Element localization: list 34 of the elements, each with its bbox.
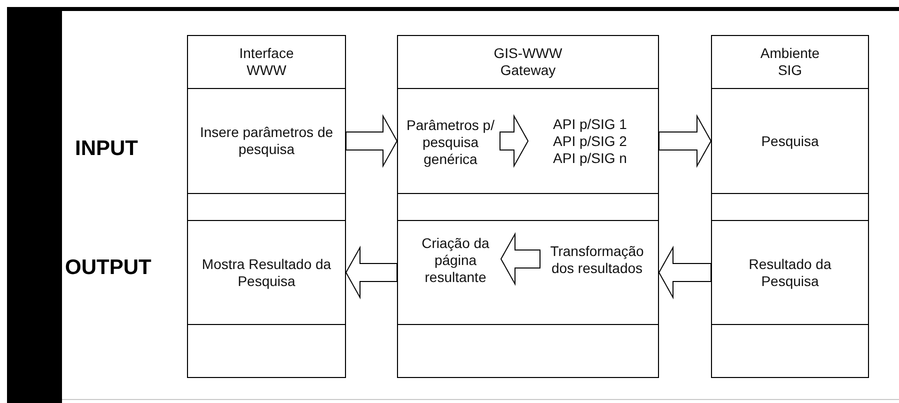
cell-text: Mostra Resultado da Pesquisa xyxy=(202,256,332,290)
empty-row-cell xyxy=(397,193,659,221)
cell-text: Interface WWW xyxy=(238,45,295,79)
cell-text: API p/SIG 1 xyxy=(553,116,627,132)
cell-text: API p/SIG n xyxy=(553,150,627,166)
block-arrow xyxy=(500,114,529,168)
table-cell xyxy=(711,220,869,325)
empty-row-cell xyxy=(187,324,346,378)
table-cell xyxy=(187,88,346,194)
block-arrow xyxy=(345,246,398,300)
cell-text: Insere parâmetros de pesquisa xyxy=(199,124,334,158)
cell-text: Parâmetros p/ pesquisa genérica xyxy=(406,116,496,168)
table-cell xyxy=(711,35,869,89)
block-arrow xyxy=(346,114,398,168)
cell-text: Transformação dos resultados xyxy=(549,243,645,277)
row-label: INPUT xyxy=(75,137,138,161)
block-arrow xyxy=(658,246,712,300)
cell-text: Ambiente SIG xyxy=(759,45,821,79)
cell-text: Pesquisa xyxy=(761,132,819,150)
empty-row-cell xyxy=(397,324,659,378)
table-cell xyxy=(187,35,346,89)
block-arrow xyxy=(658,114,712,168)
empty-row-cell xyxy=(711,193,869,221)
cell-text: Resultado da Pesquisa xyxy=(748,256,832,290)
table-cell xyxy=(711,88,869,194)
table-cell xyxy=(397,35,659,89)
cell-text: Criação da página resultante xyxy=(420,234,490,286)
empty-row-cell xyxy=(711,324,869,378)
cell-text: GIS-WWW Gateway xyxy=(492,45,564,79)
cell-text: API p/SIG 2 xyxy=(553,132,627,150)
row-label: OUTPUT xyxy=(65,256,152,280)
empty-row-cell xyxy=(187,193,346,221)
table-cell xyxy=(187,220,346,325)
block-arrow xyxy=(500,232,540,286)
